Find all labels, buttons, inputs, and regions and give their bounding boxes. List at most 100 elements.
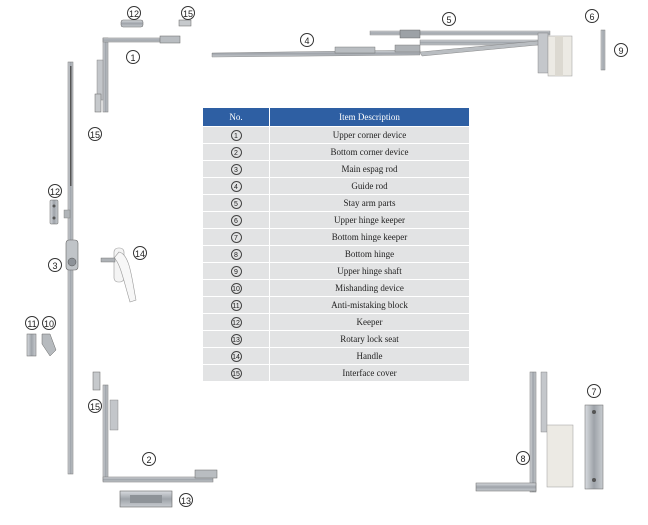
table-row: 9 Upper hinge shaft (202, 262, 470, 280)
handle (100, 247, 137, 303)
table-row: 1 Upper corner device (202, 126, 470, 144)
keeper-left (49, 199, 59, 225)
table-row: 7 Bottom hinge keeper (202, 228, 470, 246)
row-number-cell: 5 (202, 194, 270, 212)
callout-12-left: 12 (48, 184, 62, 198)
callout-15-lower: 15 (88, 399, 102, 413)
rotary-lock-seat (119, 490, 173, 508)
callout-10: 10 (42, 316, 56, 330)
bottom-hinge (475, 371, 574, 493)
main-espag-rod (63, 61, 79, 475)
row-number-cell: 8 (202, 245, 270, 263)
row-number: 5 (230, 197, 242, 209)
table-row: 6 Upper hinge keeper (202, 211, 470, 229)
row-number: 9 (230, 265, 242, 277)
row-description: Anti-mistaking block (269, 296, 470, 314)
callout-15-left: 15 (88, 127, 102, 141)
callout-5: 5 (442, 12, 456, 26)
callout-3: 3 (48, 258, 62, 272)
row-description: Interface cover (269, 364, 470, 382)
table-header-row: No. Item Description (202, 107, 470, 127)
table-row: 3 Main espag rod (202, 160, 470, 178)
row-number: 13 (230, 333, 242, 345)
row-number: 3 (230, 163, 242, 175)
row-number-cell: 4 (202, 177, 270, 195)
callout-11: 11 (25, 316, 39, 330)
interface-cover-top (178, 19, 192, 27)
callout-2: 2 (142, 452, 156, 466)
upper-hinge-shaft (600, 29, 606, 71)
callout-6: 6 (585, 9, 599, 23)
upper-corner-device (96, 35, 181, 113)
row-number: 12 (230, 316, 242, 328)
guide-rod (211, 44, 421, 58)
interface-cover-lower (92, 371, 101, 391)
mishanding-device (41, 333, 57, 357)
bottom-hinge-keeper (584, 404, 604, 490)
row-description: Upper hinge keeper (269, 211, 470, 229)
row-number-cell: 13 (202, 330, 270, 348)
row-description: Upper corner device (269, 126, 470, 144)
row-number: 14 (230, 350, 242, 362)
anti-mistaking-block (26, 333, 37, 357)
interface-cover-left (94, 93, 102, 113)
table-row: 5 Stay arm parts (202, 194, 470, 212)
row-number: 4 (230, 180, 242, 192)
upper-hinge-keeper (547, 35, 573, 77)
row-description: Main espag rod (269, 160, 470, 178)
table-row: 10 Mishanding device (202, 279, 470, 297)
row-description: Mishanding device (269, 279, 470, 297)
row-number-cell: 6 (202, 211, 270, 229)
row-number: 2 (230, 146, 242, 158)
header-item-description: Item Description (269, 107, 470, 127)
callout-9: 9 (614, 43, 628, 57)
callout-12-top: 12 (127, 6, 141, 20)
row-number: 6 (230, 214, 242, 226)
table-row: 4 Guide rod (202, 177, 470, 195)
callout-13: 13 (179, 493, 193, 507)
row-number-cell: 3 (202, 160, 270, 178)
row-number-cell: 12 (202, 313, 270, 331)
row-description: Guide rod (269, 177, 470, 195)
row-number: 10 (230, 282, 242, 294)
row-number-cell: 14 (202, 347, 270, 365)
row-description: Upper hinge shaft (269, 262, 470, 280)
row-description: Bottom hinge (269, 245, 470, 263)
row-number-cell: 1 (202, 126, 270, 144)
callout-4: 4 (300, 33, 314, 47)
row-description: Rotary lock seat (269, 330, 470, 348)
row-description: Keeper (269, 313, 470, 331)
keeper-top (120, 19, 144, 28)
table-row: 13 Rotary lock seat (202, 330, 470, 348)
callout-7: 7 (587, 384, 601, 398)
parts-table-body: 1 Upper corner device 2 Bottom corner devic… (202, 126, 470, 382)
row-number: 1 (230, 129, 242, 141)
callout-14: 14 (133, 246, 147, 260)
table-row: 2 Bottom corner device (202, 143, 470, 161)
callout-8: 8 (516, 451, 530, 465)
row-number: 11 (230, 299, 242, 311)
parts-table: No. Item Description 1 Upper corner devic… (202, 107, 470, 382)
row-description: Handle (269, 347, 470, 365)
table-row: 11 Anti-mistaking block (202, 296, 470, 314)
table-row: 8 Bottom hinge (202, 245, 470, 263)
row-description: Stay arm parts (269, 194, 470, 212)
row-number: 15 (230, 367, 242, 379)
row-description: Bottom hinge keeper (269, 228, 470, 246)
callout-1: 1 (126, 50, 140, 64)
row-description: Bottom corner device (269, 143, 470, 161)
callout-15-top: 15 (181, 6, 195, 20)
row-number-cell: 2 (202, 143, 270, 161)
bottom-corner-device (102, 384, 218, 483)
table-row: 14 Handle (202, 347, 470, 365)
row-number: 8 (230, 248, 242, 260)
row-number-cell: 9 (202, 262, 270, 280)
header-no: No. (202, 107, 270, 127)
row-number-cell: 15 (202, 364, 270, 382)
row-number-cell: 7 (202, 228, 270, 246)
stay-arm-parts (369, 29, 551, 74)
row-number-cell: 10 (202, 279, 270, 297)
table-row: 15 Interface cover (202, 364, 470, 382)
row-number: 7 (230, 231, 242, 243)
